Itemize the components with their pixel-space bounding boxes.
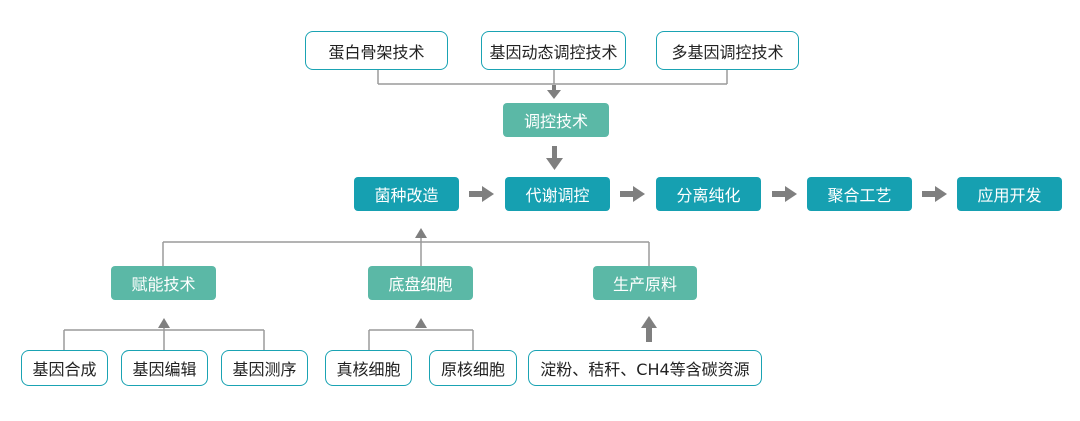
flow-arrow-1 — [469, 186, 494, 202]
node-separation-purification[interactable]: 分离纯化 — [656, 177, 761, 211]
input-protein-scaffold[interactable]: 蛋白骨架技术 — [305, 31, 448, 70]
node-metabolic-regulation[interactable]: 代谢调控 — [505, 177, 610, 211]
arrow-to-strain — [415, 228, 427, 238]
input-multigene-regulation[interactable]: 多基因调控技术 — [656, 31, 799, 70]
node-enabling-technology[interactable]: 赋能技术 — [111, 266, 216, 300]
arrow-to-chassis — [415, 318, 427, 328]
input-gene-dynamic-regulation[interactable]: 基因动态调控技术 — [481, 31, 626, 70]
arrow-to-regulation — [547, 85, 561, 99]
node-polymerization-process[interactable]: 聚合工艺 — [807, 177, 912, 211]
arrow-regulation-to-metabolic — [546, 146, 563, 170]
arrow-to-enabling — [158, 318, 170, 328]
flow-arrow-2 — [620, 186, 645, 202]
node-application-development[interactable]: 应用开发 — [957, 177, 1062, 211]
flow-arrows — [469, 186, 947, 202]
leaf-eukaryotic-cells[interactable]: 真核细胞 — [325, 350, 412, 386]
arrow-to-raw — [641, 316, 657, 342]
enabling-connector — [63, 328, 265, 350]
node-raw-materials[interactable]: 生产原料 — [593, 266, 697, 300]
flow-arrow-4 — [922, 186, 947, 202]
chassis-connector — [368, 329, 474, 350]
leaf-gene-synthesis[interactable]: 基因合成 — [21, 350, 108, 386]
leaf-gene-sequencing[interactable]: 基因测序 — [221, 350, 308, 386]
leaf-prokaryotic-cells[interactable]: 原核细胞 — [429, 350, 517, 386]
flow-arrow-3 — [772, 186, 797, 202]
leaf-carbon-resources[interactable]: 淀粉、秸秆、CH4等含碳资源 — [528, 350, 762, 386]
node-strain-modification[interactable]: 菌种改造 — [354, 177, 459, 211]
top-connector — [377, 70, 728, 85]
node-regulation-technology[interactable]: 调控技术 — [503, 103, 609, 137]
branch-connector — [162, 238, 650, 266]
leaf-gene-editing[interactable]: 基因编辑 — [121, 350, 208, 386]
node-chassis-cells[interactable]: 底盘细胞 — [368, 266, 473, 300]
